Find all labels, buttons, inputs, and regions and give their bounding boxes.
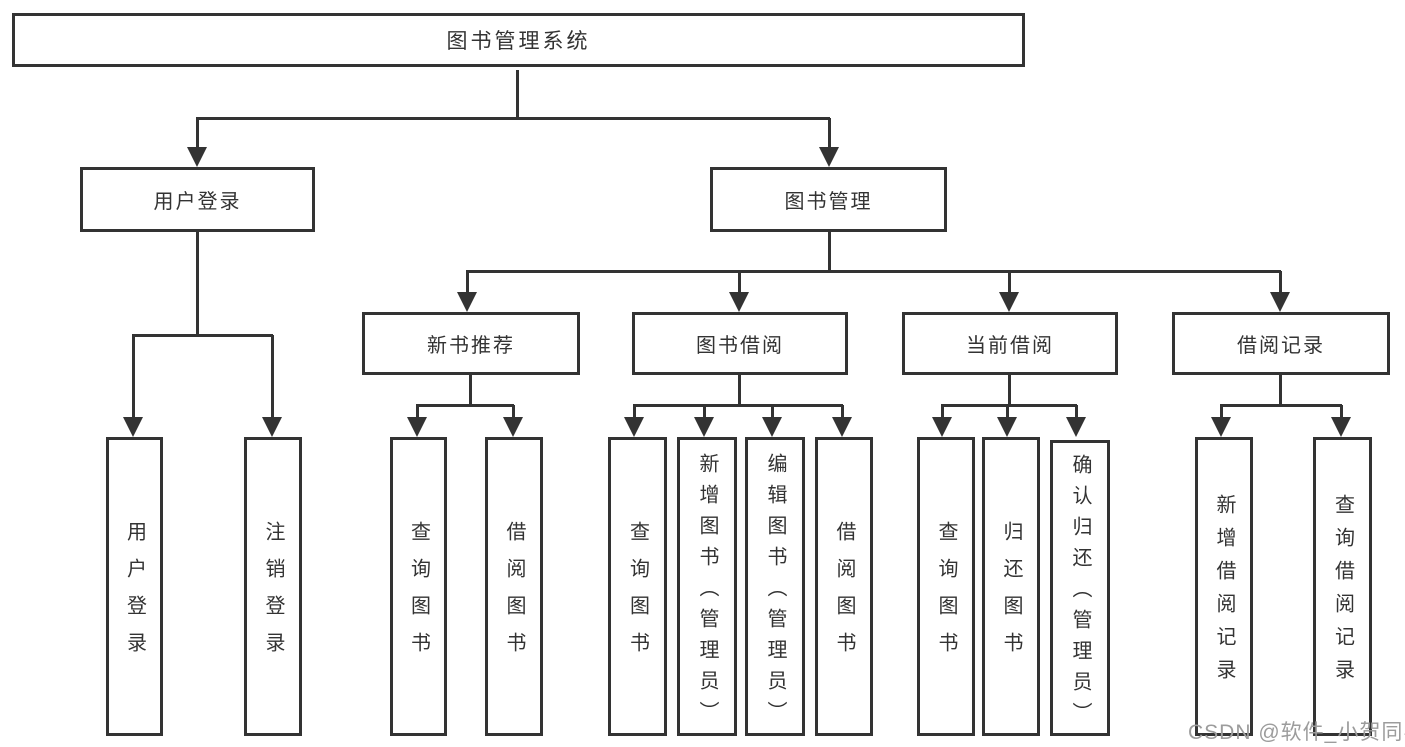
- leaf-query-borrow-record: 查询借阅记录: [1313, 437, 1372, 736]
- edge-line-vertical: [828, 118, 831, 150]
- edge-line-vertical: [941, 405, 944, 419]
- edge-line-vertical: [271, 335, 274, 419]
- leaf-confirm-return-admin: 确认归还（管理员）: [1050, 440, 1110, 736]
- node-borrowing-records: 借阅记录: [1172, 312, 1390, 375]
- node-book-management: 图书管理: [710, 167, 947, 232]
- arrow-down-icon: [457, 292, 477, 312]
- leaf-user-login-label: 用户登录: [123, 521, 146, 669]
- edge-line-vertical: [469, 375, 472, 405]
- arrow-down-icon: [1211, 417, 1231, 437]
- leaf-borrow-books-recommend: 借阅图书: [485, 437, 543, 736]
- leaf-add-borrow-record-label: 新增借阅记录: [1213, 494, 1235, 692]
- edge-line-vertical: [828, 232, 831, 271]
- arrow-down-icon: [997, 417, 1017, 437]
- edge-line-vertical: [1075, 405, 1078, 419]
- node-current-borrowing: 当前借阅: [902, 312, 1118, 375]
- arrow-down-icon: [729, 292, 749, 312]
- leaf-user-login: 用户登录: [106, 437, 163, 736]
- arrow-down-icon: [503, 417, 523, 437]
- leaf-add-borrow-record: 新增借阅记录: [1195, 437, 1253, 736]
- arrow-down-icon: [762, 417, 782, 437]
- edge-line-horizontal: [466, 270, 1281, 273]
- leaf-query-borrow-record-label: 查询借阅记录: [1331, 494, 1354, 692]
- edge-line-horizontal: [132, 334, 273, 337]
- edge-line-vertical: [196, 118, 199, 150]
- edge-line-vertical: [1008, 375, 1011, 405]
- edge-line-vertical: [416, 405, 419, 419]
- node-new-book-recommendation-label: 新书推荐: [427, 335, 515, 357]
- edge-line-horizontal: [633, 404, 843, 407]
- node-book-borrowing-label: 图书借阅: [696, 335, 784, 357]
- edge-line-vertical: [466, 271, 469, 294]
- arrow-down-icon: [1066, 417, 1086, 437]
- leaf-return-books-label: 归还图书: [1000, 521, 1022, 669]
- edge-line-vertical: [196, 232, 199, 335]
- edge-line-vertical: [841, 405, 844, 419]
- arrow-down-icon: [407, 417, 427, 437]
- leaf-query-books-recommend: 查询图书: [390, 437, 447, 736]
- arrow-down-icon: [262, 417, 282, 437]
- node-root-label: 图书管理系统: [446, 30, 591, 53]
- edge-line-horizontal: [1220, 404, 1342, 407]
- watermark: CSDN @软件_小贺同学: [1188, 721, 1405, 744]
- arrow-down-icon: [932, 417, 952, 437]
- leaf-query-books-current: 查询图书: [917, 437, 975, 736]
- node-new-book-recommendation: 新书推荐: [362, 312, 580, 375]
- leaf-return-books: 归还图书: [982, 437, 1040, 736]
- leaf-add-books-admin-label: 新增图书（管理员）: [696, 452, 718, 732]
- arrow-down-icon: [694, 417, 714, 437]
- node-user-login: 用户登录: [80, 167, 315, 232]
- edge-line-vertical: [1340, 405, 1343, 419]
- leaf-edit-books-admin-label: 编辑图书（管理员）: [764, 452, 786, 732]
- edge-line-vertical: [1008, 271, 1011, 294]
- edge-line-vertical: [1006, 405, 1009, 419]
- leaf-query-books-recommend-label: 查询图书: [407, 521, 430, 669]
- edge-line-vertical: [633, 405, 636, 419]
- leaf-logout-label: 注销登录: [262, 521, 284, 669]
- arrow-down-icon: [832, 417, 852, 437]
- edge-line-horizontal: [196, 117, 830, 120]
- edge-line-vertical: [738, 271, 741, 294]
- leaf-confirm-return-admin-label: 确认归还（管理员）: [1069, 454, 1091, 733]
- leaf-query-books-borrowing: 查询图书: [608, 437, 667, 736]
- edge-line-vertical: [1279, 375, 1282, 405]
- edge-line-vertical: [703, 405, 706, 419]
- arrow-down-icon: [187, 147, 207, 167]
- arrow-down-icon: [624, 417, 644, 437]
- node-borrowing-records-label: 借阅记录: [1237, 335, 1325, 357]
- leaf-logout: 注销登录: [244, 437, 302, 736]
- edge-line-vertical: [516, 70, 519, 118]
- leaf-borrow-books-recommend-label: 借阅图书: [503, 521, 525, 669]
- edge-line-horizontal: [416, 404, 514, 407]
- edge-line-vertical: [1220, 405, 1223, 419]
- edge-line-vertical: [771, 405, 774, 419]
- leaf-borrow-books-borrowing-label: 借阅图书: [833, 521, 855, 669]
- node-book-management-label: 图书管理: [784, 191, 873, 213]
- node-book-borrowing: 图书借阅: [632, 312, 848, 375]
- edge-line-vertical: [512, 405, 515, 419]
- arrow-down-icon: [1270, 292, 1290, 312]
- leaf-query-books-borrowing-label: 查询图书: [626, 521, 649, 669]
- leaf-edit-books-admin: 编辑图书（管理员）: [745, 437, 805, 736]
- node-user-login-label: 用户登录: [153, 191, 242, 213]
- edge-line-vertical: [1279, 271, 1282, 294]
- arrow-down-icon: [999, 292, 1019, 312]
- arrow-down-icon: [819, 147, 839, 167]
- arrow-down-icon: [1331, 417, 1351, 437]
- edge-line-horizontal: [941, 404, 1077, 407]
- arrow-down-icon: [123, 417, 143, 437]
- leaf-borrow-books-borrowing: 借阅图书: [815, 437, 873, 736]
- leaf-query-books-current-label: 查询图书: [935, 521, 957, 669]
- node-current-borrowing-label: 当前借阅: [966, 335, 1054, 357]
- edge-line-vertical: [738, 375, 741, 405]
- edge-line-vertical: [132, 335, 135, 419]
- node-root: 图书管理系统: [12, 13, 1025, 67]
- leaf-add-books-admin: 新增图书（管理员）: [677, 437, 737, 736]
